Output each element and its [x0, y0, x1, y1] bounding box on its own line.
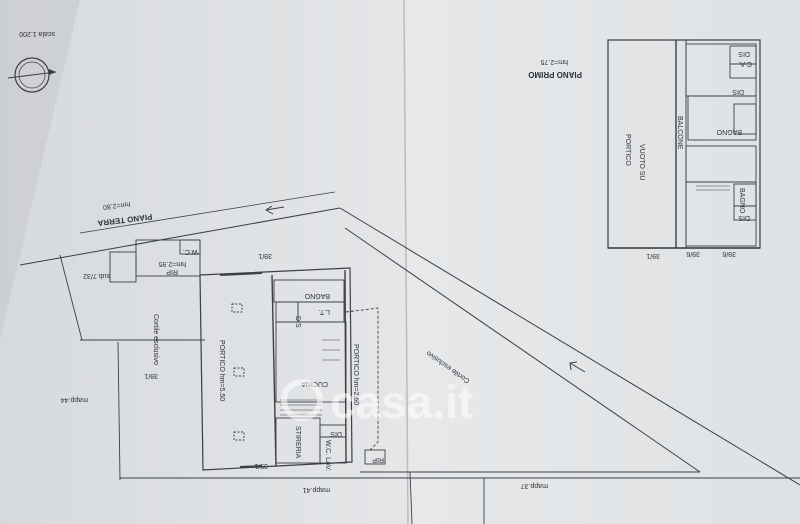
- parcel-left: 39/1: [144, 372, 158, 379]
- ff-vuoto-su: VUOTO SU: [638, 144, 645, 180]
- ff-bagno-bottom: BAGNO: [738, 188, 745, 214]
- mapp-right: mapp.37: [521, 482, 548, 489]
- room-rip-bottom: RIP: [372, 456, 384, 463]
- ff-dis-mid: DIS: [732, 88, 744, 95]
- ground-floor-plan: [19, 191, 800, 524]
- compass-rose-icon: [7, 57, 57, 93]
- direction-arrow-icon: [569, 361, 586, 373]
- room-wc-lav: W.C. LAV.: [324, 440, 331, 471]
- watermark-logo-icon: [281, 379, 323, 421]
- room-rip-top: RIP: [166, 268, 178, 275]
- ground-floor-height: hm=2.80: [102, 200, 130, 210]
- room-stireria: STIRERIA: [294, 426, 301, 459]
- parcel-top: 39/1: [258, 252, 272, 259]
- ff-balcone: BALCONE: [676, 116, 683, 150]
- room-bagno: BAGNO: [304, 292, 330, 299]
- mapp-bottom: mapp.41: [303, 486, 330, 493]
- watermark: casa.it: [281, 376, 473, 428]
- ff-ca: C.A.: [738, 60, 752, 67]
- ff-parcel-c: 39/6: [722, 250, 736, 257]
- room-lt: L.T.: [319, 308, 330, 315]
- first-floor-height: hm=2.75: [540, 58, 568, 65]
- parcel-bottom: 39/1: [254, 462, 268, 469]
- sub-label: sub.7/32: [83, 272, 110, 279]
- watermark-text: casa.it: [330, 376, 473, 428]
- mapp-left: mapp.44: [61, 396, 88, 403]
- ff-dis-bottom: DIS: [738, 214, 750, 221]
- first-floor-plan: [607, 39, 761, 249]
- paper-fold: [403, 0, 409, 524]
- ff-parcel-a: 39/1: [646, 252, 660, 259]
- scale-label: scala 1:200: [19, 30, 55, 37]
- room-rip-height: hm=2.95: [158, 260, 186, 267]
- ff-dis-top: DIS: [738, 50, 750, 57]
- room-portico-main: PORTICO hm=5.50: [218, 340, 225, 401]
- room-dis: DIS: [294, 316, 301, 328]
- ff-bagno-top: BAGNO: [716, 128, 742, 135]
- room-dis-lower: DIS: [330, 430, 342, 437]
- paper-left-half: [0, 0, 408, 524]
- ff-portico: PORTICO: [624, 134, 631, 166]
- paper-right-half: [404, 0, 800, 524]
- cortile-left: Cortile esclusivo: [152, 314, 159, 365]
- room-wc-top: W.C.: [183, 248, 198, 255]
- first-floor-title: PIANO PRIMO: [528, 70, 582, 79]
- ff-parcel-b: 39/6: [686, 250, 700, 257]
- room-portico-small: PORTICO hm=2.60: [352, 344, 359, 405]
- direction-arrow-icon: [265, 205, 285, 215]
- paper-shadow-left: [0, 0, 80, 340]
